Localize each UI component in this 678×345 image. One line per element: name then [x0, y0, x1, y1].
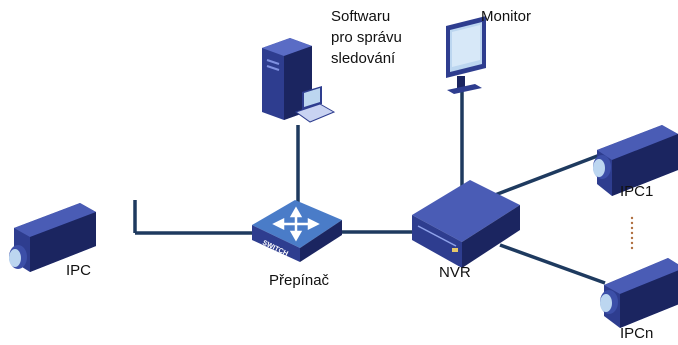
ipc1-label: IPC1 [620, 183, 654, 200]
switch-label: Přepínač [269, 272, 330, 289]
link-nvr-ipc1 [494, 153, 601, 197]
ipc-camera-left [9, 203, 96, 272]
connection-lines [133, 90, 606, 285]
ipcn-camera [600, 258, 678, 328]
ipcn-label: IPCn [620, 325, 654, 342]
software-label-line3: sledování [331, 50, 396, 67]
software-label-line2: pro správu [331, 29, 402, 46]
nvr-label: NVR [439, 264, 471, 281]
ipc-label: IPC [66, 262, 92, 279]
server-computer [262, 38, 336, 123]
software-label-line1: Softwaru [331, 8, 391, 25]
network-switch: SWITCH [252, 200, 342, 262]
ipc1-camera [593, 125, 678, 196]
monitor-display [446, 16, 486, 94]
nvr-recorder [412, 180, 520, 268]
ellipsis-dots [630, 216, 634, 250]
monitor-label: Monitor [481, 8, 532, 25]
link-nvr-ipcn [499, 243, 606, 285]
